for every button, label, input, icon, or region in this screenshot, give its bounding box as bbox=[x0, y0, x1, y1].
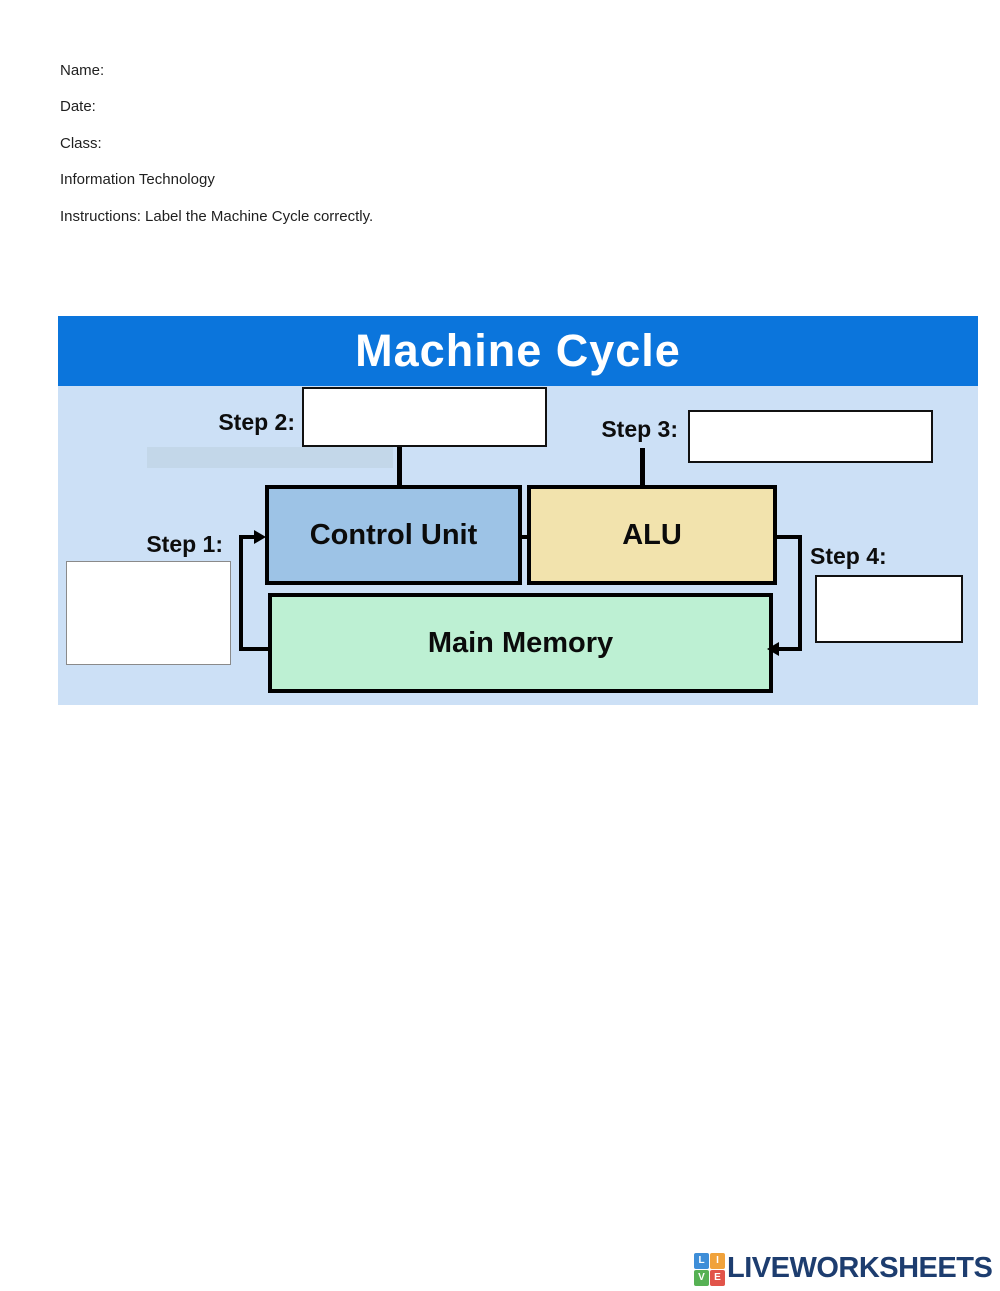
main-memory-label: Main Memory bbox=[427, 626, 614, 659]
step4-arrow-vertical-segment bbox=[798, 535, 802, 651]
step2-answer-input[interactable] bbox=[302, 387, 547, 447]
liveworksheets-logo: L I V E LIVEWORKSHEETS bbox=[694, 1252, 993, 1286]
alu-label: ALU bbox=[622, 518, 682, 551]
step4-arrow-bottom-segment bbox=[779, 647, 802, 651]
step4-arrowhead-icon bbox=[767, 642, 779, 656]
diagram-body: Step 2: Step 3: Control Unit ALU Main Me… bbox=[58, 386, 978, 705]
logo-letter-e: E bbox=[710, 1269, 725, 1286]
name-label: Name: bbox=[60, 62, 105, 79]
date-label: Date: bbox=[60, 98, 96, 115]
step1-answer-input[interactable] bbox=[66, 561, 231, 665]
logo-letter-i: I bbox=[710, 1252, 725, 1269]
diagram-title: Machine Cycle bbox=[355, 325, 681, 376]
erased-highlight bbox=[147, 447, 393, 468]
subject-label: Information Technology bbox=[60, 171, 215, 188]
diagram-title-bar: Machine Cycle bbox=[58, 316, 978, 386]
main-memory-box: Main Memory bbox=[268, 593, 773, 693]
control-unit-box: Control Unit bbox=[265, 485, 522, 585]
step1-label: Step 1: bbox=[146, 531, 223, 557]
step3-connector-line bbox=[640, 448, 645, 485]
step2-connector-line bbox=[397, 447, 402, 485]
step4-label: Step 4: bbox=[810, 543, 887, 569]
step2-label: Step 2: bbox=[218, 409, 295, 435]
step4-answer-input[interactable] bbox=[815, 575, 963, 643]
instructions-label: Instructions: Label the Machine Cycle co… bbox=[60, 208, 374, 225]
cu-alu-connector-line bbox=[518, 535, 532, 539]
logo-letter-l: L bbox=[694, 1252, 709, 1269]
step4-arrow-top-segment bbox=[777, 535, 802, 539]
liveworksheets-logo-icon: L I V E bbox=[694, 1252, 725, 1286]
class-label: Class: bbox=[60, 135, 102, 152]
step3-answer-input[interactable] bbox=[688, 410, 933, 463]
control-unit-label: Control Unit bbox=[309, 518, 478, 551]
step1-arrow-bottom-segment bbox=[239, 647, 272, 651]
alu-box: ALU bbox=[527, 485, 777, 585]
machine-cycle-diagram: Machine Cycle Step 2: Step 3: Control Un… bbox=[58, 316, 978, 705]
step1-arrowhead-icon bbox=[254, 530, 266, 544]
step1-arrow-vertical-segment bbox=[239, 535, 243, 651]
step1-arrow-top-segment bbox=[239, 535, 256, 539]
logo-letter-v: V bbox=[694, 1269, 709, 1286]
liveworksheets-wordmark: LIVEWORKSHEETS bbox=[727, 1252, 993, 1284]
step3-label: Step 3: bbox=[601, 416, 678, 442]
